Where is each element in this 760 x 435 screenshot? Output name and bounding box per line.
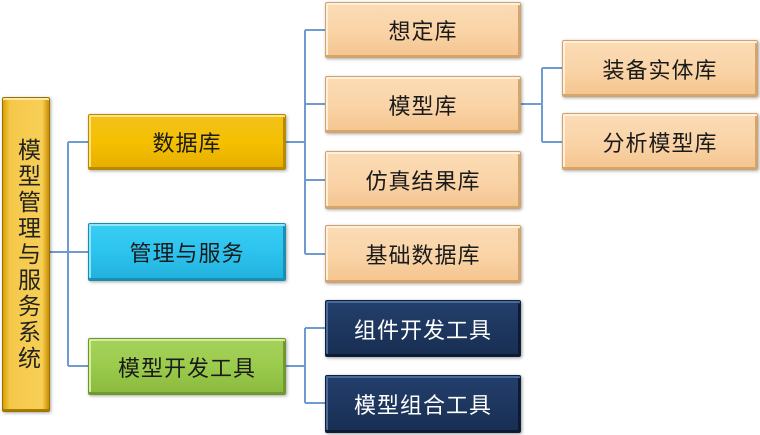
node-simulation-results-library-label: 仿真结果库 [365,170,481,195]
node-component-dev-tool-label: 组件开发工具 [353,318,492,344]
root-label: 模型管理与服务系统 [13,137,40,372]
node-model-library-label: 模型库 [388,94,458,120]
node-model-dev-tools: 模型开发工具 [88,338,286,395]
node-base-data-library-label: 基础数据库 [365,244,481,269]
node-scenario-library-label: 想定库 [388,20,458,45]
node-management-service-label: 管理与服务 [129,242,245,267]
node-base-data-library: 基础数据库 [325,225,521,283]
root-node: 模型管理与服务系统 [2,97,50,412]
node-simulation-results-library: 仿真结果库 [325,151,521,209]
node-database-label: 数据库 [152,132,222,157]
node-database: 数据库 [88,114,286,170]
node-model-library: 模型库 [325,76,521,133]
node-model-composition-tool-label: 模型组合工具 [353,394,492,419]
node-analysis-model-library: 分析模型库 [562,113,758,170]
node-model-dev-tools-label: 模型开发工具 [117,356,256,382]
node-model-composition-tool: 模型组合工具 [325,375,521,433]
node-equipment-entity-library-label: 装备实体库 [602,58,718,84]
node-scenario-library: 想定库 [325,2,521,58]
node-equipment-entity-library: 装备实体库 [562,40,758,97]
node-component-dev-tool: 组件开发工具 [325,300,521,357]
node-analysis-model-library-label: 分析模型库 [602,131,718,157]
node-management-service: 管理与服务 [88,223,286,281]
